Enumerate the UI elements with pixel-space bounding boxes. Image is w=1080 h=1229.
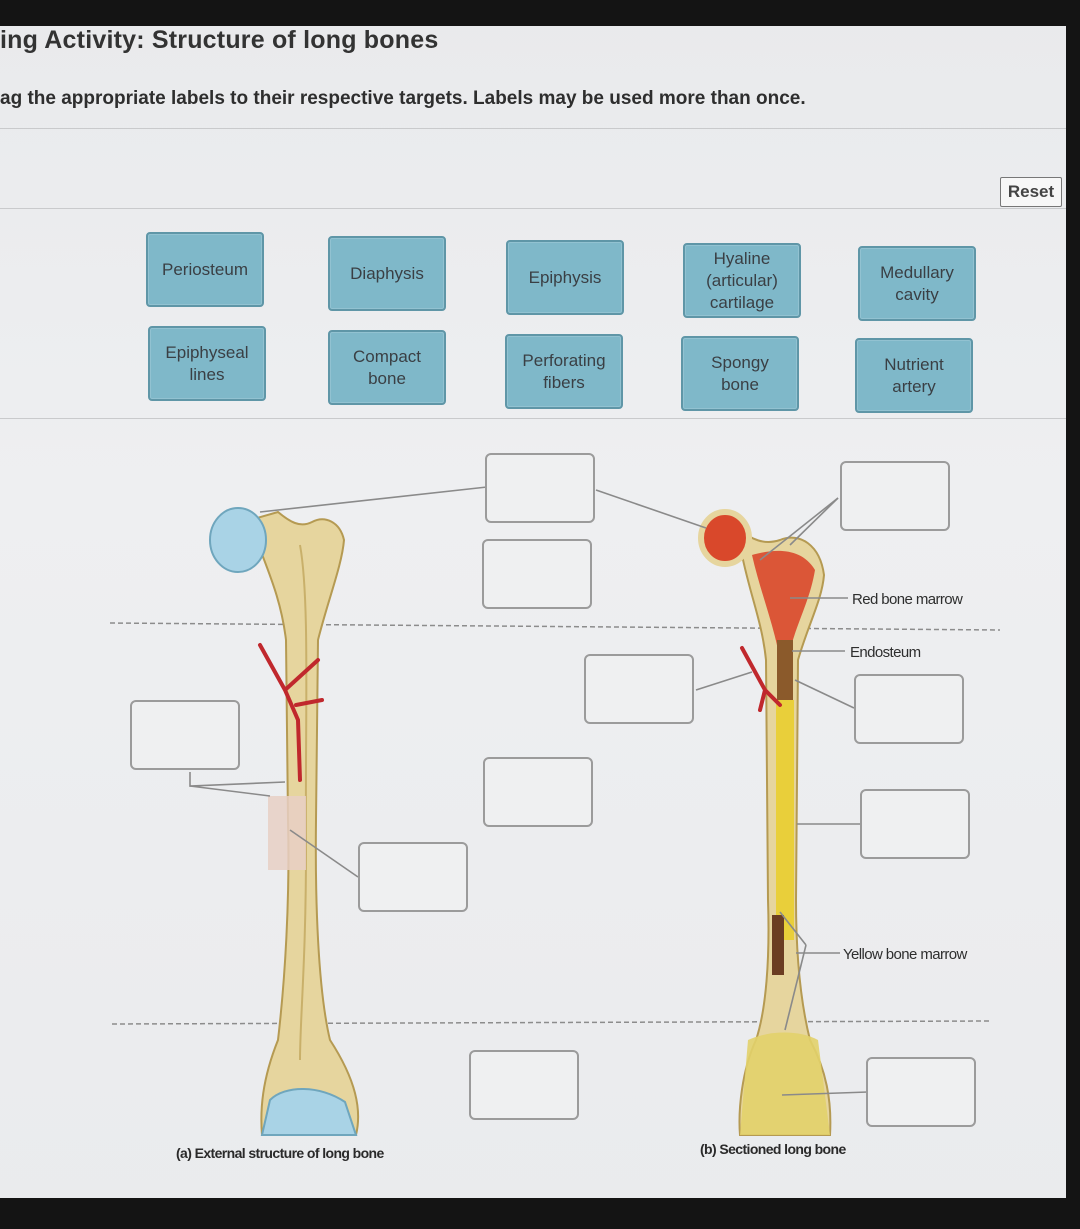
red-marrow-region [752,550,815,650]
yellow-marrow-drawing [776,700,794,940]
label-text: Spongy bone [711,352,769,394]
drop-target[interactable] [358,842,468,912]
drop-target[interactable] [469,1050,579,1120]
activity-title: ing Activity: Structure of long bones [0,26,439,54]
instructions: ag the appropriate labels to their respe… [0,88,806,109]
external-bone [209,507,360,1136]
label-perforating-fibers[interactable]: Perforating fibers [505,334,623,409]
label-periosteum[interactable]: Periosteum [146,232,264,307]
top-bezel [0,0,1080,26]
label-text: Medullary cavity [880,262,954,304]
medullary-lining [772,915,784,975]
label-text: Perforating fibers [522,350,606,392]
nutrient-artery-drawing [258,643,324,782]
drop-target[interactable] [485,453,595,523]
label-epiphyseal-lines[interactable]: Epiphyseal lines [148,326,266,401]
reset-button[interactable]: Reset [1000,177,1062,207]
label-text: Epiphysis [528,267,602,287]
label-text: Hyaline (articular) cartilage [706,248,778,312]
label-text: Compact bone [352,346,422,388]
drop-target[interactable] [840,461,950,531]
cartilage-distal [260,1088,358,1136]
label-text: Periosteum [162,259,248,279]
drop-target[interactable] [860,789,970,859]
bottom-bezel [0,1198,1080,1229]
drop-target[interactable] [130,700,240,770]
label-text: Epiphyseal lines [165,342,249,384]
label-spongy-bone[interactable]: Spongy bone [681,336,799,411]
drop-target[interactable] [854,674,964,744]
endosteum-label: Endosteum [850,644,921,661]
label-medullary-cavity[interactable]: Medullary cavity [858,246,976,321]
red-bone-marrow-label: Red bone marrow [852,591,963,608]
epiphysis-boundary-top [109,622,1001,631]
drop-target[interactable] [482,539,592,609]
cartilage-head [209,507,267,573]
label-compact-bone[interactable]: Compact bone [328,330,446,405]
endosteum-drawing [777,640,793,700]
spongy-bone-drawing [740,1032,830,1135]
caption-external: (a) External structure of long bone [176,1145,385,1161]
divider [0,128,1066,129]
epiphysis-boundary-bottom [111,1020,991,1025]
label-hyaline-cartilage[interactable]: Hyaline (articular) cartilage [683,243,801,318]
divider [0,418,1066,419]
right-bezel [1066,0,1080,1229]
sectioned-bone [698,509,832,1136]
label-epiphysis[interactable]: Epiphysis [506,240,624,315]
nutrient-artery-section [740,646,782,712]
leader-lines [189,486,869,1096]
label-text: Diaphysis [350,263,424,283]
drop-target[interactable] [483,757,593,827]
red-marrow-head [698,509,752,567]
label-nutrient-artery[interactable]: Nutrient artery [855,338,973,413]
cut-section [268,796,306,870]
caption-sectioned: (b) Sectioned long bone [700,1141,846,1157]
label-diaphysis[interactable]: Diaphysis [328,236,446,311]
label-text: Nutrient artery [884,354,944,396]
yellow-bone-marrow-label: Yellow bone marrow [843,946,967,963]
drop-target[interactable] [866,1057,976,1127]
divider [0,208,1066,209]
drop-target[interactable] [584,654,694,724]
